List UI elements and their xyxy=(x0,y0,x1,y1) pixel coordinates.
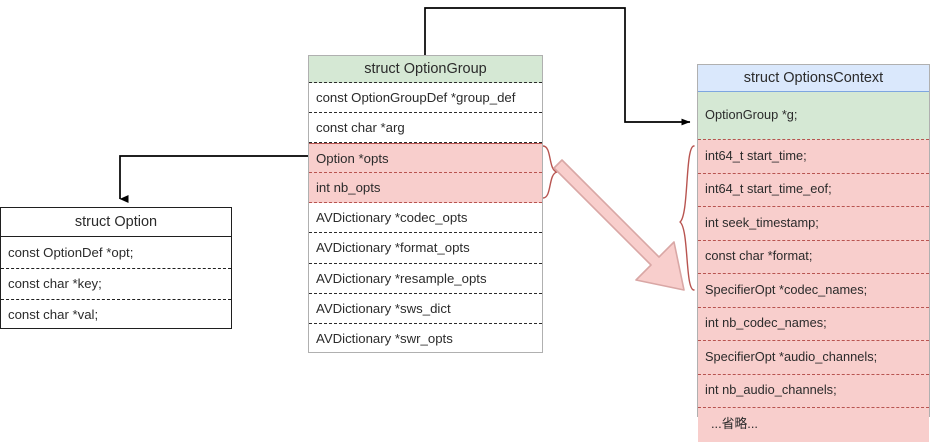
block-arrow-opts-to-context xyxy=(553,159,685,291)
struct-optionscontext-header: struct OptionsContext xyxy=(698,65,929,92)
optiongroup-field-resample-opts: AVDictionary *resample_opts xyxy=(309,264,542,294)
optionscontext-field-nb-audio-channels: int nb_audio_channels; xyxy=(698,374,929,408)
brace-option-group-opts xyxy=(542,145,558,199)
struct-option-field-opt: const OptionDef *opt; xyxy=(8,244,134,260)
optiongroup-field-format-opts: AVDictionary *format_opts xyxy=(309,233,542,264)
optiongroup-field-opts: Option *opts xyxy=(309,143,542,174)
optiongroup-field-arg: const char *arg xyxy=(309,113,542,144)
optionscontext-field-start-time-eof: int64_t start_time_eof; xyxy=(698,173,929,207)
struct-option-field-val: const char *val; xyxy=(1,299,231,330)
struct-option-field-key: const char *key; xyxy=(1,268,231,299)
optiongroup-field-nb-opts: int nb_opts xyxy=(309,173,542,204)
connector-opts-to-option-struct xyxy=(119,155,308,203)
optiongroup-field-sws-dict: AVDictionary *sws_dict xyxy=(309,294,542,324)
brace-options-context-fields xyxy=(679,145,695,291)
struct-optiongroup-header: struct OptionGroup xyxy=(309,56,542,83)
optionscontext-field-g: OptionGroup *g; xyxy=(698,92,929,140)
optionscontext-field-start-time: int64_t start_time; xyxy=(698,140,929,174)
optionscontext-field-codec-names: SpecifierOpt *codec_names; xyxy=(698,274,929,308)
optionscontext-field-nb-codec-names: int nb_codec_names; xyxy=(698,307,929,341)
optionscontext-field-ellipsis: ...省略... xyxy=(698,408,929,442)
struct-optionscontext-box: struct OptionsContext OptionGroup *g; in… xyxy=(697,64,930,442)
struct-option-box: struct Option const OptionDef *opt; cons… xyxy=(0,207,232,329)
optionscontext-field-seek-timestamp: int seek_timestamp; xyxy=(698,207,929,241)
diagram-canvas: struct Option const OptionDef *opt; cons… xyxy=(0,7,930,442)
struct-option-header: struct Option xyxy=(1,208,231,237)
optiongroup-field-swr-opts: AVDictionary *swr_opts xyxy=(316,331,453,347)
optionscontext-field-format: const char *format; xyxy=(698,240,929,274)
optiongroup-field-codec-opts: AVDictionary *codec_opts xyxy=(309,203,542,234)
struct-optiongroup-box: struct OptionGroup const OptionGroupDef … xyxy=(308,55,543,353)
optionscontext-field-audio-channels: SpecifierOpt *audio_channels; xyxy=(698,341,929,375)
optiongroup-field-group-def: const OptionGroupDef *group_def xyxy=(309,83,542,114)
